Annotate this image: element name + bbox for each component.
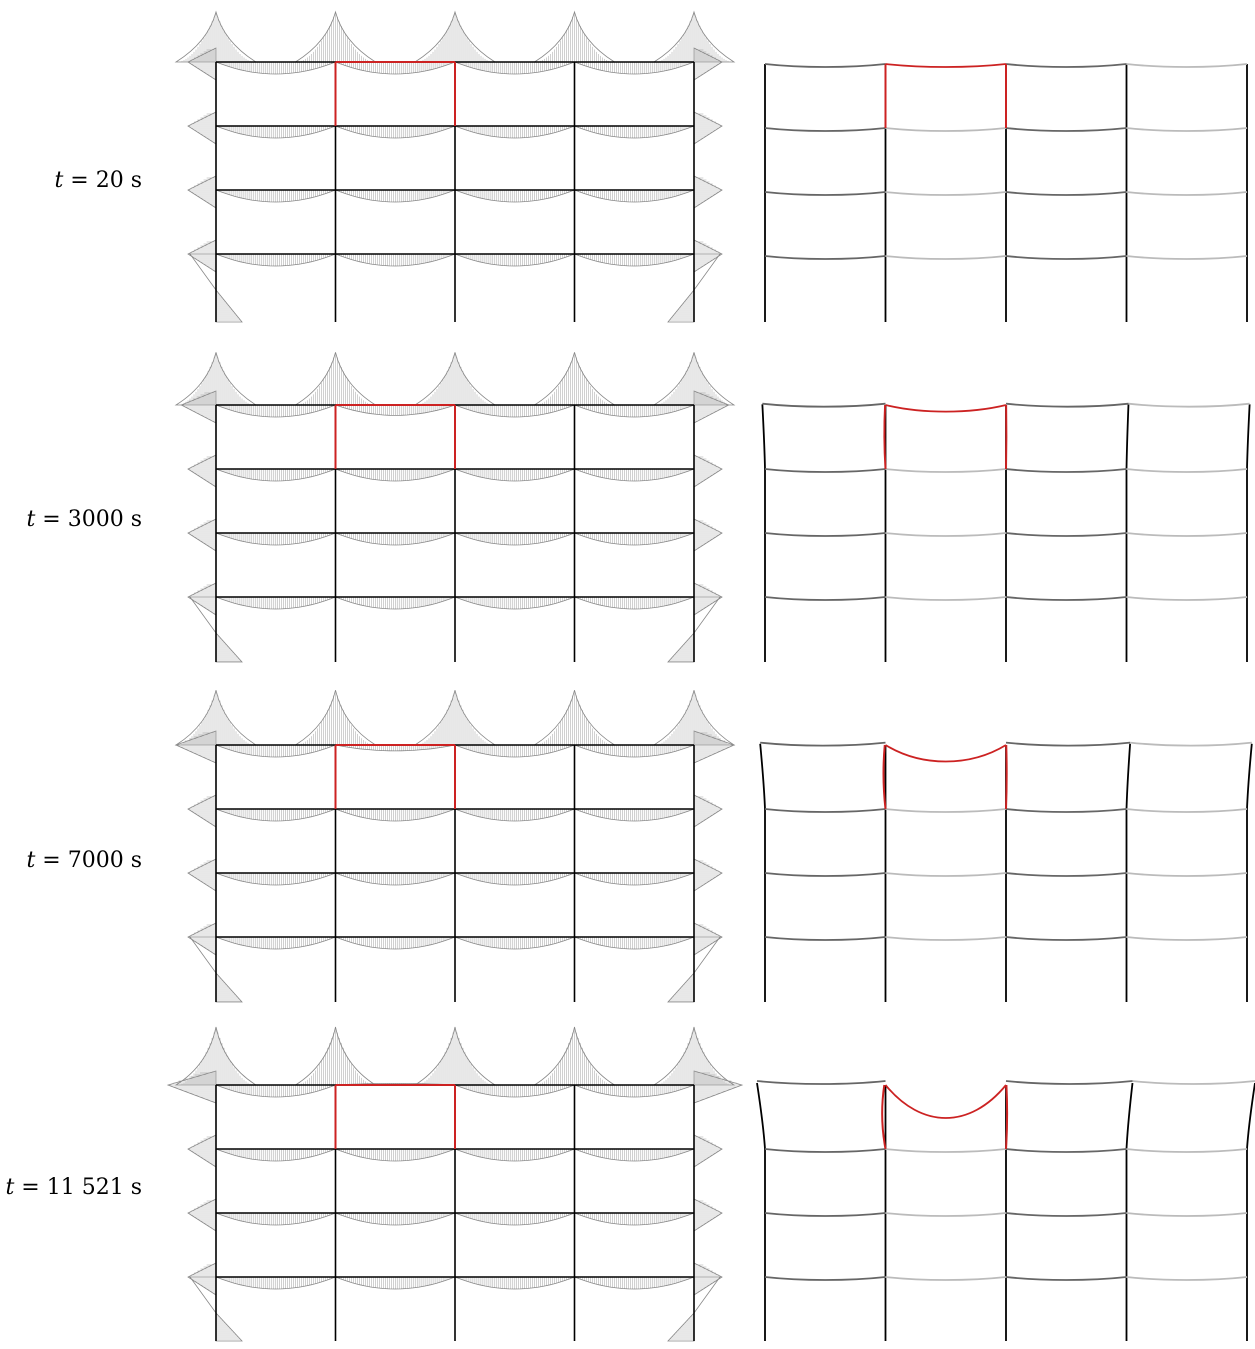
beam-moment-curve <box>454 532 575 546</box>
beam-moment-curve <box>454 125 575 139</box>
beam-moment-curve <box>335 808 456 822</box>
time-symbol: t <box>26 848 36 873</box>
beam-moment-curve <box>454 61 575 75</box>
beam-moment-curve <box>335 936 456 950</box>
beam-moment-curve <box>215 532 336 546</box>
beam-moment-curve <box>574 125 695 139</box>
beam-moment-curve <box>574 61 695 75</box>
beam-moment-curve <box>215 936 336 950</box>
beam-moment-curve <box>574 1212 695 1226</box>
beam-moment-curve <box>335 253 456 267</box>
beam-moment-curve <box>574 596 695 610</box>
beam-moment-curve <box>335 1212 456 1226</box>
beam-moment-curve <box>215 253 336 267</box>
beam-moment-curve <box>215 1212 336 1226</box>
beam-moment-curve <box>215 808 336 822</box>
time-label-3: t = 11 521 s <box>0 1175 142 1200</box>
beam-moment-curve <box>574 744 695 758</box>
time-label-1: t = 3000 s <box>0 507 142 532</box>
beam-moment-curve <box>454 872 575 886</box>
time-symbol: t <box>5 1175 15 1200</box>
time-value: 20 s <box>95 168 142 193</box>
beam-moment-curve <box>574 189 695 203</box>
beam-moment-curve <box>215 1084 336 1098</box>
beam-moment-curve <box>574 468 695 482</box>
beam-moment-curve <box>454 596 575 610</box>
beam-moment-curve <box>454 1148 575 1162</box>
equals: = <box>35 848 68 873</box>
beam-moment-curve <box>574 253 695 267</box>
moment-diagram-0 <box>174 10 736 323</box>
beam-moment-curve <box>454 468 575 482</box>
moment-diagram-2 <box>174 690 736 1003</box>
beam-moment-curve <box>574 872 695 886</box>
beam-moment-curve <box>454 808 575 822</box>
beam-moment-curve <box>574 936 695 950</box>
beam-moment-curve <box>335 596 456 610</box>
time-value: 7000 s <box>67 848 142 873</box>
beam-moment-curve <box>215 404 336 418</box>
equals: = <box>63 168 96 193</box>
time-value: 11 521 s <box>46 1175 142 1200</box>
beam-moment-curve <box>215 189 336 203</box>
beam-moment-curve <box>454 1212 575 1226</box>
beam-moment-curve <box>335 532 456 546</box>
beam-moment-curve <box>215 1148 336 1162</box>
equals: = <box>35 507 68 532</box>
beam-moment-curve <box>335 872 456 886</box>
beam-moment-curve <box>335 61 456 75</box>
beam-moment-curve <box>454 189 575 203</box>
equals: = <box>14 1175 47 1200</box>
beam-moment-curve <box>454 253 575 267</box>
beam-moment-curve <box>574 532 695 546</box>
beam-moment-curve <box>215 596 336 610</box>
time-symbol: t <box>26 507 36 532</box>
time-label-0: t = 20 s <box>0 168 142 193</box>
moment-diagram-1 <box>174 352 736 663</box>
beam-moment-curve <box>215 468 336 482</box>
beam-moment-curve <box>335 189 456 203</box>
time-value: 3000 s <box>67 507 142 532</box>
time-symbol: t <box>54 168 64 193</box>
beam-moment-curve <box>454 936 575 950</box>
beam-moment-curve <box>215 872 336 886</box>
beam-moment-curve <box>335 468 456 482</box>
beam-moment-curve <box>335 404 456 416</box>
beam-moment-curve <box>215 61 336 75</box>
beam-moment-curve <box>335 1148 456 1162</box>
moment-diagram-3 <box>166 1026 744 1342</box>
time-label-2: t = 7000 s <box>0 848 142 873</box>
beam-moment-curve <box>574 404 695 418</box>
beam-moment-curve <box>215 744 336 758</box>
beam-moment-curve <box>335 744 456 752</box>
beam-moment-curve <box>574 808 695 822</box>
beam-moment-curve <box>454 744 575 758</box>
beam-moment-curve <box>215 125 336 139</box>
beam-moment-curve <box>574 1148 695 1162</box>
beam-moment-curve <box>335 125 456 139</box>
beam-moment-curve <box>574 1084 695 1098</box>
beam-moment-curve <box>454 404 575 418</box>
beam-moment-curve <box>454 1084 575 1098</box>
